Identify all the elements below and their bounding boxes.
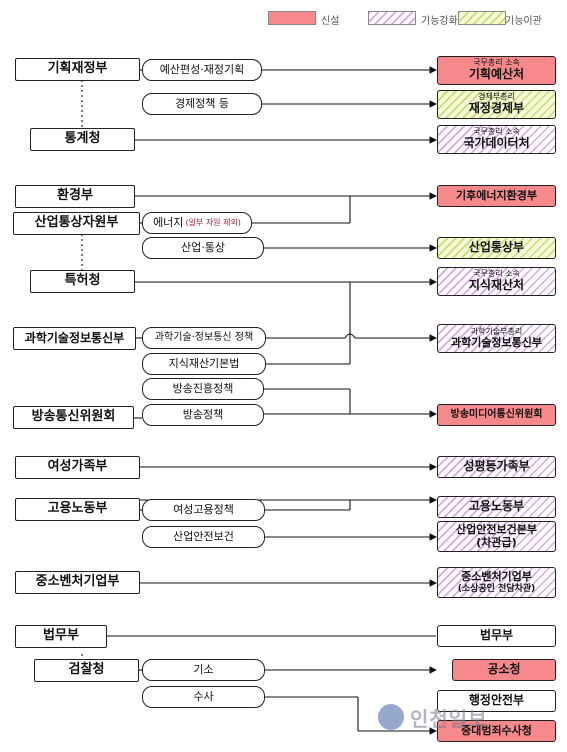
- function-investigation: 수사: [142, 686, 265, 708]
- new-org-smes: 중소벤처기업부 (소상공인 전담차관): [437, 567, 556, 598]
- new-org-science-ict-sub: 과학기술부총리: [470, 326, 523, 336]
- function-energy-note: (일부 자원 제외): [185, 217, 241, 227]
- old-org-moef: 기획재정부: [15, 58, 140, 81]
- old-org-justice: 법무부: [15, 625, 107, 648]
- legend-swatch-transfer: [458, 11, 506, 25]
- old-org-msit: 과학기술정보통신부: [13, 327, 136, 350]
- function-broadcast-policy: 방송정책: [142, 404, 264, 426]
- legend-swatch-strengthen: [368, 11, 416, 25]
- legend-swatch-new: [268, 11, 316, 25]
- function-broadcast-promo: 방송진흥정책: [142, 378, 264, 400]
- function-budget: 예산편성·재정기획: [142, 59, 262, 81]
- new-org-ip-office: 국무총리 소속 지식재산처: [437, 267, 556, 296]
- new-org-planning-budget: 국무총리 소속 기획예산처: [437, 56, 556, 85]
- new-org-ip-office-name: 지식재산처: [468, 278, 525, 293]
- new-org-smes-sub: (소상공인 전담차관): [457, 583, 536, 594]
- new-org-industry-trade: 산업통상부: [437, 237, 556, 259]
- new-org-gender-family: 성평등가족부: [437, 456, 556, 478]
- function-econ-policy: 경제정책 등: [142, 93, 262, 115]
- old-org-environment: 환경부: [15, 185, 135, 208]
- new-org-labor: 고용노동부: [437, 496, 556, 518]
- newspaper-logo-icon: [378, 704, 404, 730]
- old-org-statistics: 통계청: [30, 128, 135, 151]
- new-org-planning-budget-sub: 국무총리 소속: [473, 58, 520, 68]
- new-org-finance-economy: 경제부총리 재정경제부: [437, 90, 556, 119]
- old-org-smes: 중소벤처기업부: [15, 571, 140, 594]
- new-org-industrial-safety-sub: (차관급): [476, 535, 517, 549]
- legend-label-new: 신설: [321, 16, 340, 27]
- new-org-industrial-safety-name: 산업안전보건본부: [456, 523, 537, 537]
- legend-label-strengthen: 기능강화: [421, 16, 458, 27]
- new-org-national-data: 국무총리 소속 국가데이터처: [437, 125, 556, 154]
- new-org-science-ict: 과학기술부총리 과학기술정보통신부: [437, 324, 556, 353]
- new-org-smes-name: 중소벤처기업부: [461, 570, 532, 584]
- function-energy-label: 에너지: [153, 215, 184, 229]
- old-org-mogef: 여성가족부: [15, 456, 140, 479]
- new-org-industrial-safety: 산업안전보건본부 (차관급): [437, 521, 556, 552]
- newspaper-watermark: 인천일보: [378, 697, 558, 737]
- new-org-finance-economy-sub: 경제부총리: [478, 92, 515, 102]
- function-trade: 산업·통상: [142, 237, 264, 259]
- new-org-planning-budget-name: 기획예산처: [468, 67, 525, 82]
- old-org-kcc: 방송통신위원회: [13, 406, 134, 429]
- function-industrial-safety: 산업안전보건: [142, 526, 265, 548]
- legend-label-transfer: 기능이관: [505, 16, 542, 27]
- new-org-prosecution-office: 공소청: [452, 659, 556, 681]
- function-prosecution: 기소: [142, 659, 265, 681]
- new-org-ip-office-sub: 국무총리 소속: [473, 269, 520, 279]
- new-org-interior: 행정안전부: [437, 690, 556, 712]
- new-org-climate-energy: 기후에너지환경부: [437, 185, 556, 207]
- old-org-prosecution: 검찰청: [34, 659, 139, 682]
- old-org-industry: 산업통상자원부: [13, 212, 140, 235]
- function-women-employment: 여성고용정책: [142, 499, 265, 521]
- new-org-national-data-sub: 국무총리 소속: [473, 127, 520, 137]
- old-org-labor: 고용노동부: [15, 498, 140, 521]
- function-ip-law: 지식재산기본법: [142, 353, 266, 375]
- new-org-national-data-name: 국가데이터처: [463, 136, 530, 151]
- new-org-broadcast-media: 방송미디어통신위원회: [437, 404, 556, 426]
- watermark-text: 인천일보: [410, 706, 488, 731]
- new-org-science-ict-name: 과학기술정보통신부: [450, 335, 543, 349]
- function-energy: 에너지 (일부 자원 제외): [142, 212, 252, 234]
- old-org-patent: 특허청: [30, 270, 135, 293]
- new-org-justice: 법무부: [437, 625, 556, 647]
- new-org-finance-economy-name: 재정경제부: [468, 101, 525, 116]
- function-ict-policy: 과학기술·정보통신 정책: [142, 327, 266, 349]
- new-org-investigation-agency: 중대범죄수사청: [437, 720, 556, 742]
